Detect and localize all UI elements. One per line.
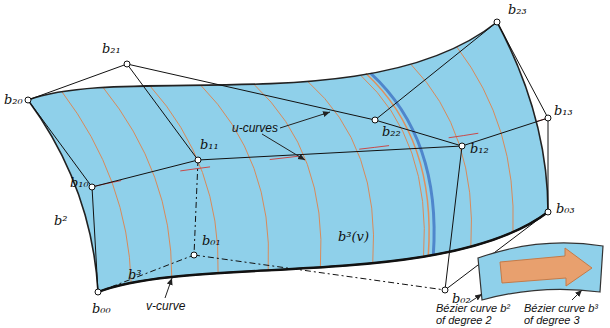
control-net-line — [198, 146, 462, 160]
leader-line — [280, 112, 330, 128]
leader-line — [165, 278, 172, 298]
control-net-line — [375, 22, 497, 120]
point-label: b³(v) — [338, 230, 369, 244]
control-net-line — [375, 120, 462, 146]
hidden-control-line — [98, 255, 194, 292]
control-net-line — [497, 22, 548, 118]
control-net-line — [92, 187, 98, 292]
u-curve — [62, 92, 131, 283]
control-net-line — [28, 100, 92, 187]
u-curve — [411, 64, 472, 246]
surface-fill — [28, 22, 548, 292]
control-point — [545, 115, 551, 121]
control-point — [372, 117, 378, 123]
control-net-line — [28, 64, 127, 100]
point-label: b₂₃ — [508, 3, 527, 17]
control-net-line — [548, 118, 549, 212]
control-point — [494, 19, 500, 25]
v-curve-trace — [92, 118, 548, 187]
control-net-line — [445, 146, 462, 290]
u-curve — [254, 84, 321, 267]
control-point — [191, 252, 197, 258]
leader-line — [572, 290, 582, 300]
control-net-line — [92, 160, 198, 187]
u-curve — [457, 47, 513, 232]
control-point — [195, 157, 201, 163]
point-label: b₀₁ — [202, 234, 221, 248]
leader-line — [470, 294, 482, 302]
caption-label: Bézier curve b³ of degree 3 — [524, 302, 604, 326]
control-point — [459, 143, 465, 149]
point-label: b₁₃ — [554, 104, 573, 118]
point-label: b₂₀ — [4, 93, 23, 107]
control-net-line — [127, 64, 198, 160]
control-point — [545, 209, 551, 215]
surface-outline — [28, 22, 548, 292]
point-label: b₂₂ — [382, 125, 401, 139]
point-label: b² — [54, 214, 68, 228]
control-point — [95, 289, 101, 295]
hidden-control-line — [194, 255, 445, 290]
point-label: b₁₂ — [470, 142, 489, 156]
highlighted-u-curve — [371, 73, 434, 255]
highlighted-u-curve — [366, 73, 429, 255]
control-net-line — [127, 64, 375, 120]
point-label: b₀₀ — [92, 302, 111, 316]
u-curve — [201, 85, 269, 270]
point-label: b₂₁ — [102, 42, 121, 56]
caption-label: Bézier curve b² of degree 2 — [436, 302, 516, 326]
hidden-control-line — [194, 160, 198, 255]
direction-arrow — [500, 248, 592, 286]
point-label: b³ — [128, 268, 142, 282]
point-label: b₁₁ — [200, 138, 219, 152]
leader-line — [262, 134, 305, 160]
small-patch — [478, 243, 603, 300]
u-curve — [361, 75, 425, 256]
u-curve — [308, 81, 374, 263]
point-label: b₀₃ — [556, 202, 575, 216]
point-label: b₁₀ — [70, 176, 89, 190]
control-point — [25, 97, 31, 103]
caption-label: v-curve — [146, 300, 185, 313]
control-point — [124, 61, 130, 67]
control-point — [442, 287, 448, 293]
control-point — [89, 184, 95, 190]
caption-label: u-curves — [232, 122, 278, 135]
